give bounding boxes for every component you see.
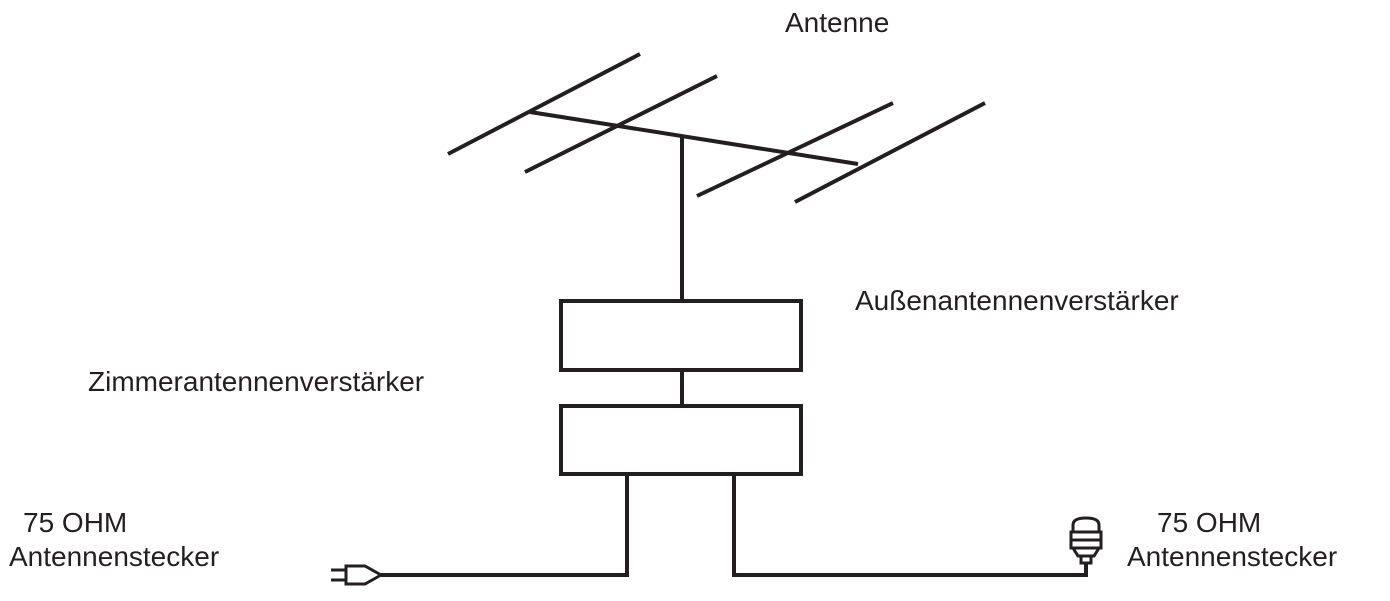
indoor-amplifier-label: Zimmerantennenverstärker	[88, 366, 425, 397]
outdoor-amplifier-box	[559, 299, 803, 372]
left-cable	[381, 474, 629, 577]
antenna-element-3	[696, 101, 894, 198]
male-plug-icon	[331, 564, 385, 586]
antenna-boom	[529, 110, 859, 166]
left-plug-name: Antennenstecker	[9, 541, 220, 572]
antenna-element-4	[794, 101, 986, 204]
left-plug-impedance: 75 OHM	[23, 507, 128, 538]
antenna-label: Antenne	[785, 7, 890, 38]
right-plug-impedance: 75 OHM	[1157, 507, 1262, 538]
right-plug-label: 75 OHM Antennenstecker	[1127, 506, 1337, 574]
coax-socket-icon	[1069, 516, 1103, 565]
left-plug-label: 75 OHM Antennenstecker	[9, 506, 219, 574]
right-plug-name: Antennenstecker	[1127, 541, 1338, 572]
indoor-amplifier-box	[559, 404, 803, 476]
antenna-element-2	[524, 74, 718, 174]
antenna-element-1	[447, 52, 641, 156]
outdoor-amplifier-label: Außenantennenverstärker	[855, 285, 1179, 316]
right-cable	[732, 474, 1088, 577]
